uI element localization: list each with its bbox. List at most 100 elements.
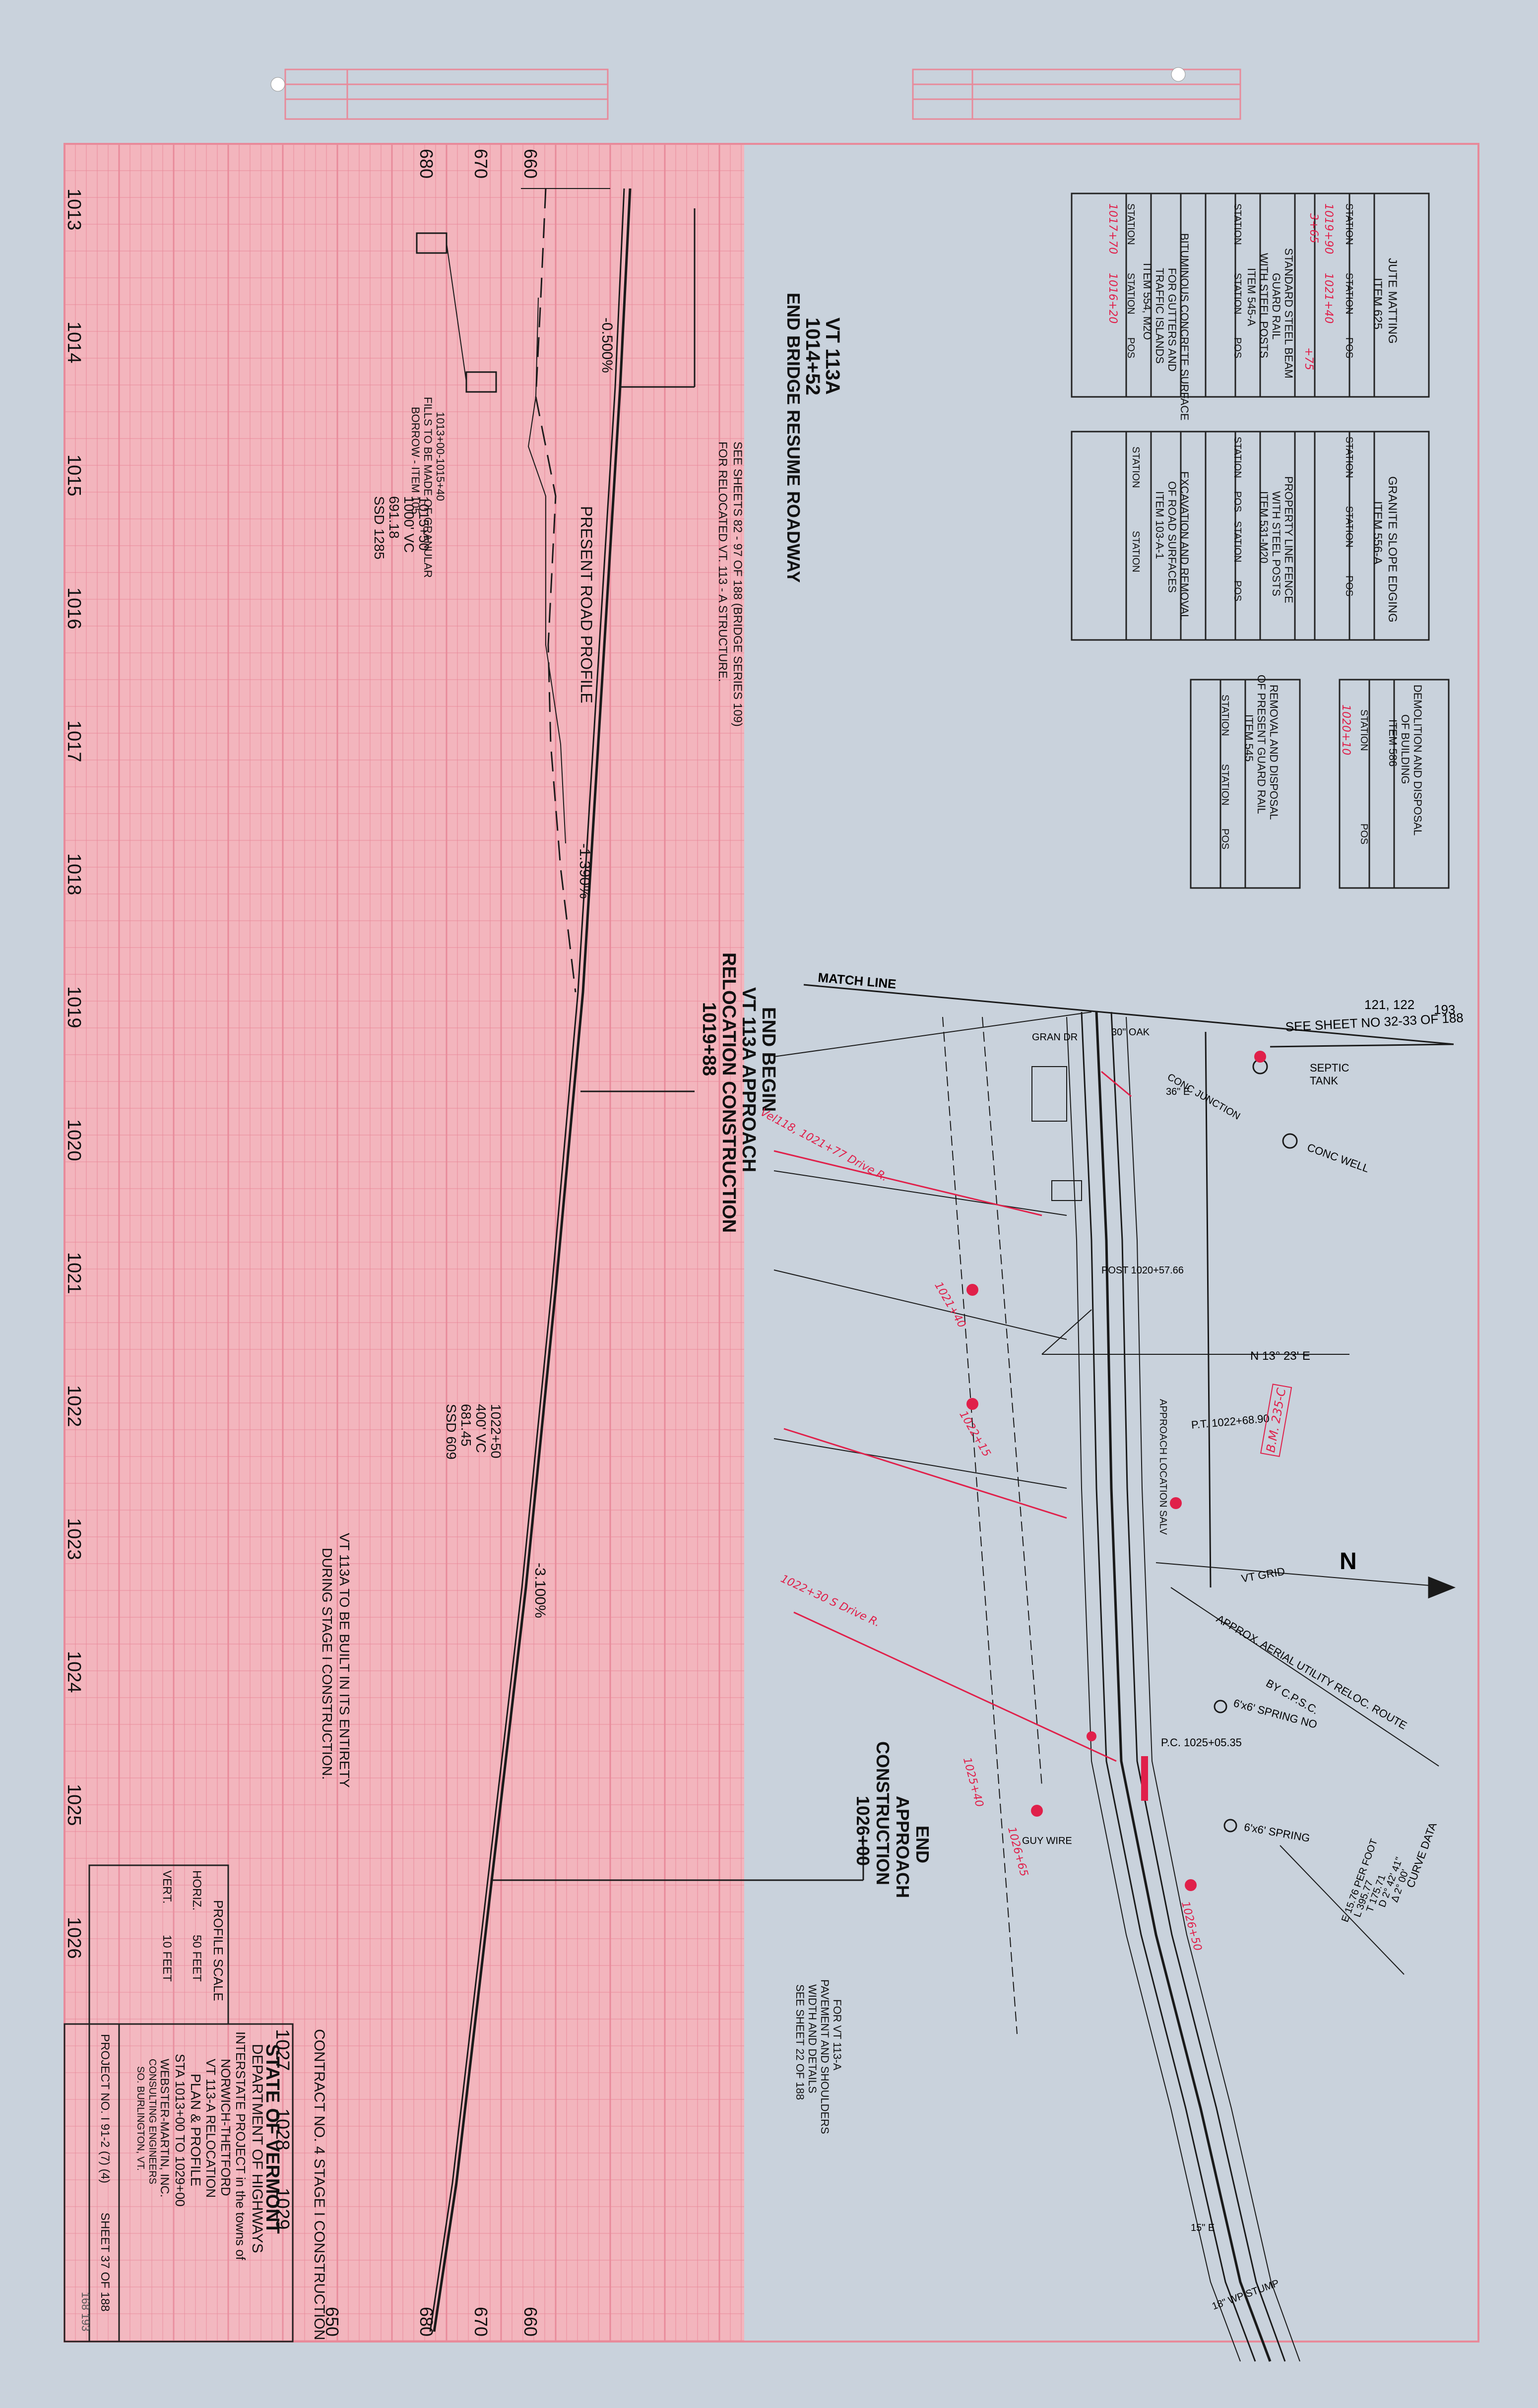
elev-label-660: 660 <box>520 149 541 179</box>
elev-label-bottom-660: 660 <box>520 2307 541 2337</box>
bitum-title-3: TRAFFIC ISLANDS <box>1154 268 1166 364</box>
granite-col-1: STATION <box>1344 437 1354 478</box>
fill-note-3: BORROW - ITEM 105 <box>409 407 422 514</box>
begin-approach-1: END BEGIN <box>758 1007 779 1112</box>
elev-label-670: 670 <box>471 149 491 179</box>
station-label: 1020 <box>64 1119 84 1161</box>
sheet-ref-label: 193 <box>1434 1002 1456 1017</box>
spring-1 <box>1214 1700 1227 1713</box>
end-approach-3: CONSTRUCTION <box>873 1741 893 1885</box>
profile-scale-vert: VERT. <box>160 1870 174 1904</box>
jute-red-3: 3+65 <box>1307 213 1320 244</box>
excav-col-1: STATION <box>1130 446 1141 488</box>
vc2-elev: 681.45 <box>458 1404 474 1447</box>
match-line <box>803 984 1454 1045</box>
station-label: 1018 <box>64 853 84 895</box>
see-sheets-1: SEE SHEETS 82 - 97 OF 188 (BRIDGE SERIES… <box>731 442 744 727</box>
quantity-tables <box>1071 192 1450 889</box>
utility-route <box>1170 1587 1439 1767</box>
tb-sheet: SHEET 37 OF 188 <box>98 2213 112 2312</box>
sheet-border <box>64 143 1479 2343</box>
demol-col-1: STATION <box>1358 709 1369 751</box>
ground-line <box>527 297 566 844</box>
granite-col-2: STATION <box>1344 506 1354 548</box>
title-block-frame <box>64 1864 294 2343</box>
jute-col-2: STATION <box>1344 273 1354 315</box>
profile-scale-vert-val: 10 FEET <box>160 1935 174 1982</box>
removal-title-1: REMOVAL AND DISPOSAL <box>1268 685 1280 820</box>
table-box <box>1180 192 1316 398</box>
guy-wire-label: GUY WIRE <box>1022 1836 1072 1846</box>
station-label: 1025 <box>64 1784 84 1826</box>
pl-line <box>1280 1845 1405 1975</box>
beam-col-1: STATION <box>1232 203 1243 245</box>
profile-grid <box>64 143 744 2342</box>
granite-title-1: GRANITE SLOPE EDGING <box>1386 476 1399 623</box>
removal-col-2: STATION <box>1219 764 1230 806</box>
tb-project-in: INTERSTATE PROJECT in the towns of <box>233 2031 248 2260</box>
station-label: 1016 <box>64 587 84 630</box>
station-label: 1015 <box>64 454 84 497</box>
tb-project-no: PROJECT NO. I 91-2 (7) (4) <box>98 2034 112 2183</box>
jute-title-2: ITEM 625 <box>1371 278 1384 330</box>
bitum-title-1: BITUMINOUS CONCRETE SURFACE <box>1178 233 1191 421</box>
removal-col-1: STATION <box>1219 695 1230 736</box>
approach-loc-label: APPROACH LOCATION SALV <box>1157 1399 1168 1535</box>
tb-sta: STA 1013+00 TO 1029+00 <box>173 2054 188 2207</box>
table-box <box>1071 431 1207 641</box>
stage-note-2: DURING STAGE I CONSTRUCTION. <box>320 1548 335 1780</box>
bitum-col-2: STATION <box>1125 273 1136 315</box>
fill-note-2: FILLS TO BE MADE OF GRANULAR <box>422 397 434 578</box>
station-label: 1024 <box>64 1651 84 1693</box>
end-bridge-label: END BRIDGE RESUME ROADWAY <box>783 293 804 583</box>
proposed-grade-line <box>433 188 632 2332</box>
building-outline <box>1031 1066 1067 1122</box>
fence-col-3: STATION <box>1232 521 1243 563</box>
granite-col-3: POS <box>1344 575 1354 597</box>
beam-col-3: POS <box>1232 337 1243 359</box>
demol-col-2: POS <box>1358 824 1369 845</box>
gran-dr-label: GRAN DR <box>1032 1032 1078 1043</box>
grade-label-2: -1.390% <box>577 843 593 899</box>
bitum-col-1: STATION <box>1125 203 1136 245</box>
vc1-elev: 691.18 <box>386 496 402 539</box>
removal-col-3: POS <box>1219 828 1230 850</box>
fence-col-4: POS <box>1232 580 1243 602</box>
grade-label-1: -0.500% <box>599 317 615 373</box>
contract-note: CONTRACT NO. 4 STAGE I CONSTRUCTION <box>311 2029 327 2341</box>
excav-title-3: ITEM 103-A-1 <box>1154 491 1166 559</box>
removal-title-2: OF PRESENT GUARD RAIL <box>1255 675 1268 814</box>
proposed-grade-line-2 <box>429 188 625 2332</box>
tb-plan-profile: PLAN & PROFILE <box>188 2074 203 2187</box>
vc2-len: 400' VC <box>473 1404 489 1453</box>
punch-hole-left <box>270 77 285 92</box>
punch-hole-right <box>1171 67 1186 82</box>
beam-title-3: WITH STEEL POSTS <box>1258 253 1270 358</box>
bitum-red-2: 1016+20 <box>1106 273 1119 324</box>
red-note-lines <box>773 1071 1132 1762</box>
jute-red-4: +75 <box>1302 347 1315 371</box>
beam-title-1: STANDARD STEEL BEAM <box>1282 248 1295 379</box>
pc-label: P.C. 1025+05.35 <box>1161 1736 1242 1749</box>
bitum-title-2: FOR GUTTERS AND <box>1166 268 1178 372</box>
jute-col-1: STATION <box>1344 203 1354 245</box>
station-label: 1026 <box>64 1917 84 1959</box>
post-label: POST 1020+57.66 <box>1101 1265 1184 1276</box>
demol-title-2: OF BUILDING <box>1399 714 1411 784</box>
station-label: 1021 <box>64 1252 84 1294</box>
tb-firm: WEBSTER-MARTIN, INC. <box>158 2059 171 2198</box>
parcels-label: 121, 122 <box>1364 997 1415 1012</box>
north-label: N <box>1340 1548 1357 1575</box>
profile-scale-title: PROFILE SCALE <box>211 1900 226 2001</box>
elev-label-bottom-680: 680 <box>416 2307 437 2337</box>
tree-label-36: 36" E <box>1166 1086 1190 1097</box>
end-bridge-title: VT 113A <box>822 317 843 395</box>
centerline-main <box>1095 1012 1272 2362</box>
jute-red-1: 1019+90 <box>1322 203 1335 254</box>
profile-lines <box>416 188 864 2332</box>
bitum-red-1: 1017+70 <box>1106 203 1119 254</box>
demol-title-1: DEMOLITION AND DISPOSAL <box>1411 685 1424 836</box>
removal-title-3: ITEM 545 <box>1243 714 1255 762</box>
oak-label: 30" OAK <box>1111 1027 1150 1038</box>
